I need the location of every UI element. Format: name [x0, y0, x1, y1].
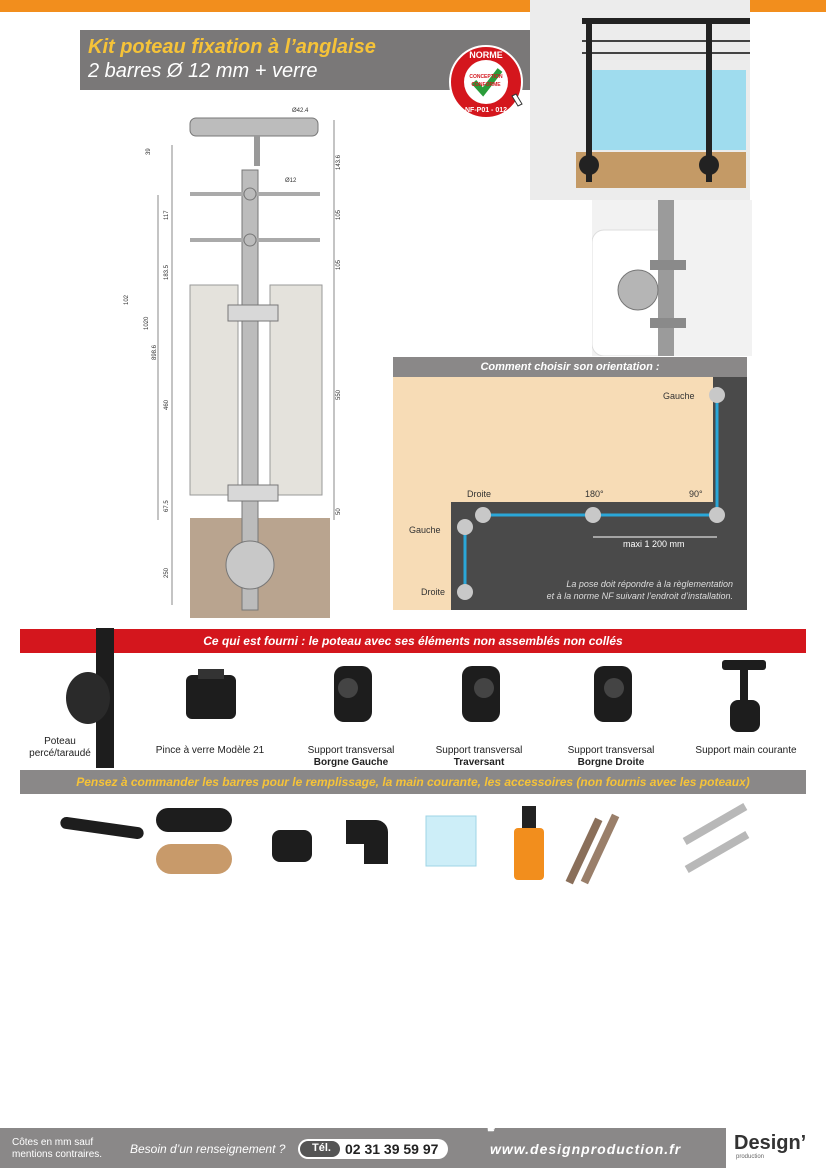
phone-label-bg [300, 1141, 340, 1157]
dim-39: 39 [146, 148, 152, 155]
label-90: 90° [689, 489, 703, 499]
accessories-row [60, 803, 750, 885]
item-support-traversant-bold: Traversant [453, 757, 505, 768]
item-support-traversant-label: Support transversal [435, 745, 523, 756]
item-poteau-label: Poteau percé/taraudé [29, 736, 91, 759]
badge-norme: NORME [469, 50, 503, 60]
orientation-diagram: Gauche Droite 180° 90° Gauche Droite max… [393, 377, 747, 610]
phone-number[interactable]: 02 31 39 59 97 [345, 1141, 439, 1157]
item-support-droite-bold: Borgne Droite [577, 757, 645, 768]
dim-42: Ø42.4 [292, 108, 309, 114]
phone-label: Tél. [312, 1142, 331, 1154]
support-main-courante-icon [722, 660, 766, 732]
product-photo-fixation [591, 200, 752, 357]
dim-105a: 105 [336, 209, 342, 220]
dim-550: 550 [336, 389, 342, 400]
page-subtitle: 2 barres Ø 12 mm + verre [88, 60, 318, 82]
footer-note: Côtes en mm sauf mentions contraires. [12, 1137, 102, 1161]
badge-conforme: CONFORME [471, 82, 501, 88]
order-heading: Pensez à commander les barres pour le re… [20, 770, 806, 794]
supplied-heading: Ce qui est fourni : le poteau avec ses é… [20, 629, 806, 653]
orientation-note-2: et à la norme NF suivant l’endroit d’ins… [547, 591, 733, 601]
dim-105b: 105 [336, 259, 342, 270]
dim-117: 117 [164, 210, 170, 220]
poteau-icon [66, 628, 114, 768]
label-gauche-top: Gauche [663, 391, 695, 401]
dim-12: Ø12 [285, 178, 297, 184]
footer-question: Besoin d’un renseignement ? [130, 1142, 286, 1156]
item-support-gauche-label: Support transversal [307, 745, 395, 756]
footer-note-2: mentions contraires. [12, 1149, 103, 1160]
logo-sub: production [736, 1154, 765, 1160]
technical-drawing: 39 117 183.5 1020 898.6 460 67.5 250 143… [124, 108, 342, 618]
dim-898: 898.6 [152, 344, 158, 360]
dim-250: 250 [164, 567, 170, 578]
dim-67: 67.5 [164, 500, 170, 512]
item-pince-label: Pince à verre Modèle 21 [155, 745, 265, 756]
label-180: 180° [585, 489, 604, 499]
pointer-hand-icon: ☛ [486, 1120, 501, 1137]
handrail-icon [156, 808, 232, 874]
page-title: Kit poteau fixation à l’anglaise [88, 36, 376, 58]
logo-text: Design’ [734, 1132, 807, 1154]
orientation-heading: Comment choisir son orientation : [393, 357, 747, 377]
dim-460: 460 [164, 399, 170, 410]
badge-ref: NF-P01 - 012 [465, 107, 507, 114]
drill-bits-icon [565, 813, 620, 885]
item-support-gauche-bold: Borgne Gauche [313, 757, 389, 768]
footer-note-1: Côtes en mm sauf [12, 1137, 94, 1148]
orientation-note-1: La pose doit répondre à la règlementatio… [566, 579, 733, 589]
item-pince: Pince à verre Modèle 21 [150, 745, 270, 757]
elbow-icon [346, 820, 388, 864]
label-droite-mid: Droite [467, 489, 491, 499]
item-poteau: Poteau percé/taraudé [20, 736, 100, 760]
support-borgne-droite-icon [594, 666, 632, 722]
website-link[interactable]: www.designproduction.fr [490, 1141, 682, 1157]
item-support-main-label: Support main courante [695, 745, 797, 756]
item-support-droite-label: Support transversal [567, 745, 655, 756]
label-maxi: maxi 1 200 mm [623, 539, 685, 549]
brand-logo: Design’ production [726, 1128, 826, 1168]
norme-badge-icon: NORME NF-P01 - 012 CONCEPTION CONFORME [449, 45, 523, 119]
dim-183: 183.5 [164, 264, 170, 280]
dim-143: 143.6 [336, 154, 342, 170]
glass-icon [425, 815, 477, 867]
support-borgne-gauche-icon [334, 666, 372, 722]
support-traversant-icon [462, 666, 500, 722]
item-support-main: Support main courante [686, 745, 806, 757]
badge-conception: CONCEPTION [469, 74, 503, 80]
label-droite-bottom: Droite [421, 587, 445, 597]
dim-50: 50 [336, 508, 342, 515]
dim-1020: 1020 [144, 316, 150, 330]
label-gauche-left: Gauche [409, 525, 441, 535]
anchor-bolts-icon [682, 803, 750, 873]
glue-icon [514, 806, 544, 880]
bar-tube-icon [60, 816, 144, 840]
end-cap-icon [272, 830, 312, 862]
pince-verre-icon [186, 669, 236, 719]
dim-overall: 102 [124, 294, 130, 305]
product-photo-railing [530, 0, 750, 200]
